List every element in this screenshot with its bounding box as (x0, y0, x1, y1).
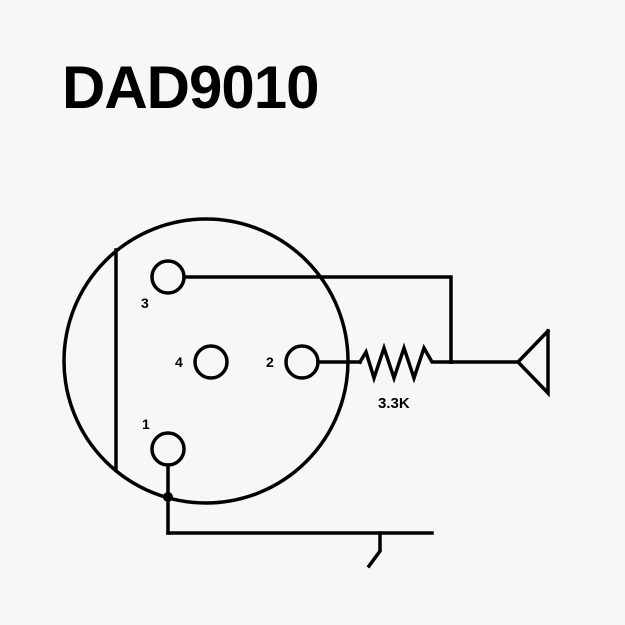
wire-pin3 (183, 275, 453, 364)
pin-3 (150, 259, 186, 295)
connector-outline (62, 217, 350, 505)
pin-2-label: 2 (266, 354, 274, 370)
pin-1-label: 1 (142, 416, 150, 432)
pin-2 (284, 344, 320, 380)
junction-dot (163, 492, 173, 502)
pin-4 (193, 344, 229, 380)
chassis-ground-icon (366, 531, 382, 569)
resistor-symbol (357, 342, 453, 384)
output-terminal-icon (515, 328, 551, 398)
pin-4-label: 4 (175, 354, 183, 370)
page-title: DAD9010 (62, 54, 319, 121)
pin-3-label: 3 (141, 295, 149, 311)
connector-body (62, 217, 350, 505)
pin-1 (150, 431, 186, 467)
resistor-value-label: 3.3K (378, 395, 410, 412)
